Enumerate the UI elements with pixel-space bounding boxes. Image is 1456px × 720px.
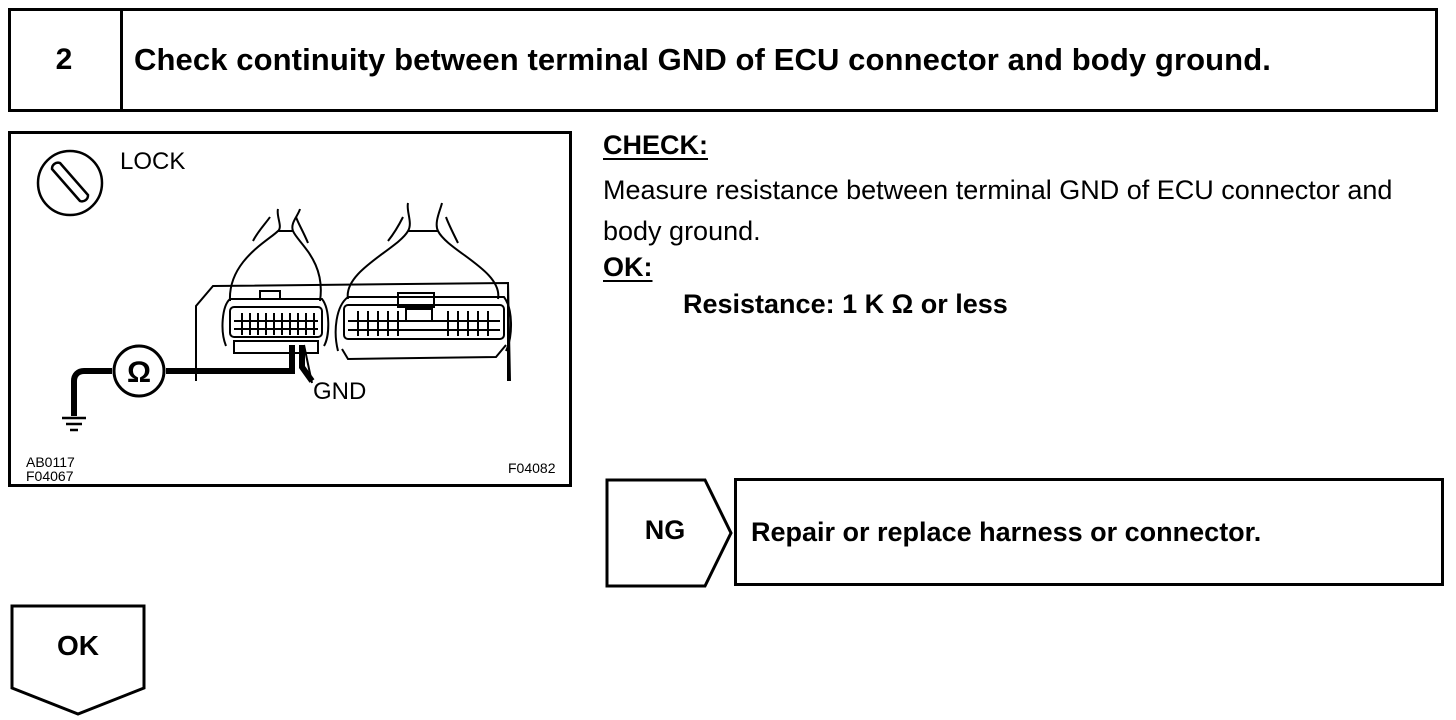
check-text: Measure resistance between terminal GND … [603, 175, 1393, 246]
gnd-leader-line [303, 344, 313, 384]
diagram-figure [8, 131, 572, 487]
probe-wire [166, 345, 315, 383]
ground-wire [71, 368, 112, 416]
ok-spec-label: OK: [603, 252, 653, 282]
check-label: CHECK: [603, 130, 708, 160]
gnd-label: GND [313, 378, 366, 405]
step-header-box [8, 8, 1438, 112]
step-title: Check continuity between terminal GND of… [134, 42, 1271, 77]
ignition-lock-icon [36, 149, 104, 217]
ecu-diagram: LOCK Ω [26, 148, 556, 484]
ohm-symbol: Ω [127, 356, 151, 389]
ok-arrow-shape [10, 604, 146, 716]
ng-label: NG [644, 515, 686, 545]
ohmmeter-icon: Ω [112, 344, 166, 398]
lock-label: LOCK [120, 148, 185, 175]
step-number: 2 [8, 8, 123, 112]
ok-spec-text: Resistance: 1 K Ω or less [683, 289, 1008, 319]
figure-code-left-1: AB0117 [26, 454, 75, 470]
ng-arrow-shape [605, 478, 733, 588]
ecu-connector-icon [195, 202, 512, 382]
ok-flow-label: OK [57, 630, 99, 661]
ground-symbol-icon [62, 416, 86, 432]
ng-action-text: Repair or replace harness or connector. [751, 516, 1262, 547]
figure-code-left-2: F04067 [26, 468, 74, 484]
figure-code-right: F04082 [508, 460, 556, 476]
ng-action-box: Repair or replace harness or connector. [734, 478, 1444, 586]
